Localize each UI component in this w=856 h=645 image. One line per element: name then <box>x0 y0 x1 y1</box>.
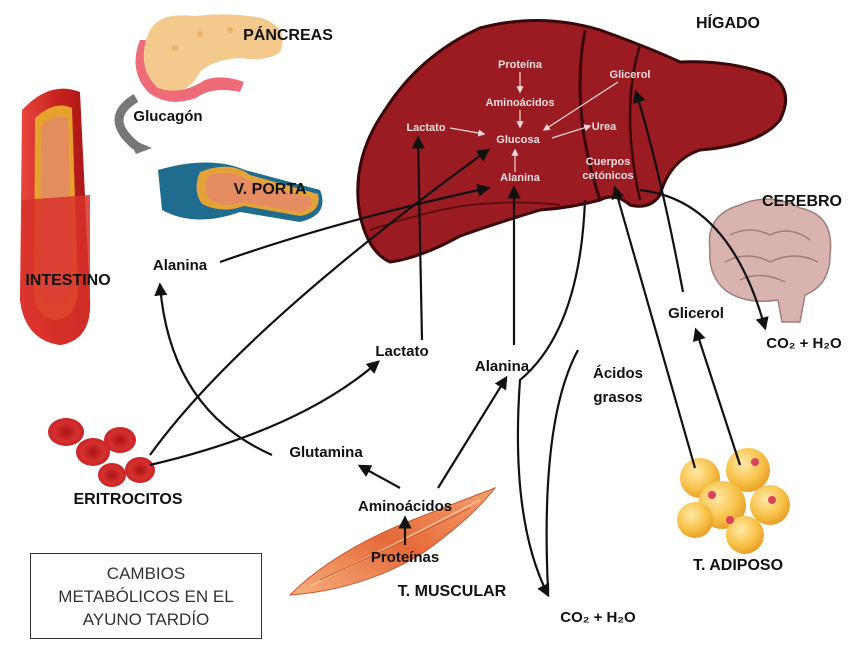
label-glucagon: Glucagón <box>133 108 202 125</box>
liver-lactato: Lactato <box>406 122 445 134</box>
label-grasos: grasos <box>593 389 642 406</box>
intestine-illustration <box>20 89 90 345</box>
label-aminoacidos: Aminoácidos <box>358 498 452 515</box>
label-eritrocitos: ERITROCITOS <box>73 491 182 508</box>
title-line-3: AYUNO TARDÍO <box>83 608 210 631</box>
label-higado: HÍGADO <box>696 13 760 32</box>
liver-cuerpos: Cuerpos <box>586 156 631 168</box>
label-cerebro: CEREBRO <box>762 193 842 210</box>
arrow-adipose-liver <box>615 188 695 468</box>
arrow-aminoacidos-alanina <box>438 378 506 488</box>
title-line-1: CAMBIOS <box>107 562 185 585</box>
erythrocytes-illustration <box>48 418 155 487</box>
title-box: CAMBIOS METABÓLICOS EN EL AYUNO TARDÍO <box>30 553 262 639</box>
label-glicerol: Glicerol <box>668 305 724 322</box>
label-co2-bottom: CO₂ + H₂O <box>560 609 636 626</box>
label-alanina-left: Alanina <box>153 257 208 274</box>
label-glutamina: Glutamina <box>289 444 363 461</box>
liver-proteina: Proteína <box>498 59 543 71</box>
liver-aminoacidos: Aminoácidos <box>485 97 554 109</box>
arrow-acidos-co2-b <box>547 350 578 590</box>
liver-urea: Urea <box>592 121 617 133</box>
liver-glicerol: Glicerol <box>610 69 651 81</box>
label-proteinas: Proteínas <box>371 549 439 566</box>
liver-glucosa: Glucosa <box>496 134 540 146</box>
arrow-aminoacidos-glutamina <box>360 466 400 488</box>
arrow-adipose-glicerol <box>696 330 740 465</box>
arrow-glutamina-alanina <box>160 285 272 455</box>
brain-illustration <box>709 199 830 322</box>
title-line-2: METABÓLICOS EN EL <box>58 585 233 608</box>
label-lactato: Lactato <box>375 343 428 360</box>
liver-alanina: Alanina <box>500 172 541 184</box>
label-co2-brain: CO₂ + H₂O <box>766 335 842 352</box>
label-acidos: Ácidos <box>593 365 643 382</box>
label-v-porta: V. PORTA <box>234 181 307 198</box>
liver-cetonicos: cetónicos <box>582 170 633 182</box>
label-pancreas: PÁNCREAS <box>243 25 333 44</box>
label-t-adiposo: T. ADIPOSO <box>693 557 783 574</box>
label-intestino: INTESTINO <box>25 272 110 289</box>
arrow-acidos-co2 <box>518 200 585 595</box>
label-alanina-center: Alanina <box>475 358 530 375</box>
label-t-muscular: T. MUSCULAR <box>398 583 507 600</box>
